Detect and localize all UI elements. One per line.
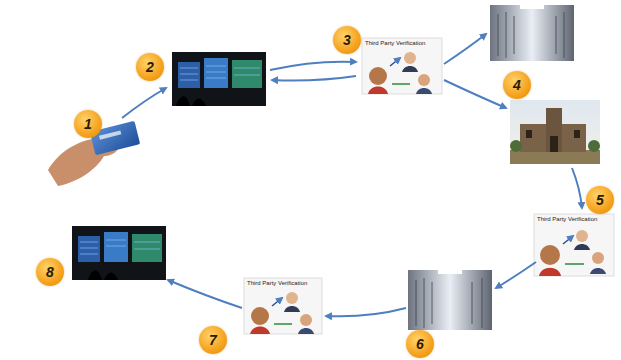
building-picture xyxy=(510,100,600,164)
callout-circle: 8 xyxy=(36,258,64,286)
picture-caption: Third Party Verification xyxy=(247,280,307,287)
trading-screen-picture xyxy=(172,52,266,106)
server-room-picture xyxy=(490,5,574,61)
server-room-picture xyxy=(408,270,492,330)
callout-number: 8 xyxy=(46,264,54,280)
callout-number: 5 xyxy=(596,192,604,208)
callout-circle: 4 xyxy=(503,71,531,99)
verification-picture xyxy=(534,214,614,276)
callout-number: 4 xyxy=(513,77,521,93)
callout-number: 6 xyxy=(416,336,424,352)
callout-circle: 2 xyxy=(136,53,164,81)
callout-number: 7 xyxy=(209,332,217,348)
callout-number: 1 xyxy=(84,116,92,132)
callout-circle: 5 xyxy=(586,186,614,214)
picture-caption: Third Party Verification xyxy=(537,216,597,223)
flow-arrows xyxy=(122,34,582,316)
callout-circle: 6 xyxy=(406,330,434,358)
callout-circle: 3 xyxy=(333,26,361,54)
callout-circle: 7 xyxy=(199,326,227,354)
callout-number: 2 xyxy=(146,59,154,75)
picture-caption: Third Party Verification xyxy=(365,40,425,47)
callout-circle: 1 xyxy=(74,110,102,138)
verification-picture xyxy=(244,278,322,334)
callout-number: 3 xyxy=(343,32,351,48)
trading-screen-picture xyxy=(72,226,166,280)
verification-picture xyxy=(362,38,442,94)
